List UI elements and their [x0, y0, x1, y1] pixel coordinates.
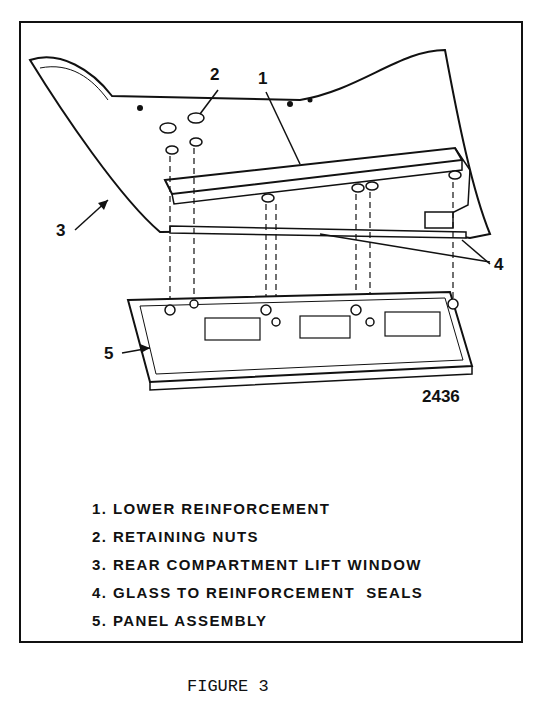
key-entry: 5. PANEL ASSEMBLY: [92, 613, 268, 628]
key-entry: 1. LOWER REINFORCEMENT: [92, 501, 330, 516]
lift-window: [30, 50, 490, 238]
callout-number: 5: [104, 345, 113, 362]
key-entry: 2. RETAINING NUTS: [92, 529, 259, 544]
panel-assembly: [128, 292, 472, 382]
panel-lower-edge: [150, 366, 472, 390]
callout-number: 3: [56, 222, 65, 239]
panel-openings: [205, 312, 440, 340]
callout-number: 4: [494, 256, 503, 273]
reinforcement-end: [430, 148, 470, 215]
glass-mark: [287, 101, 293, 107]
figure-frame: [20, 22, 522, 642]
figure-caption: FIGURE 3: [187, 678, 269, 695]
callout-number: 1: [258, 70, 267, 87]
figure-number: 2436: [422, 388, 460, 405]
glass-mark: [137, 105, 143, 111]
reinforcement-flange: [172, 160, 462, 204]
retaining-nuts: [160, 113, 461, 202]
leader-lines: [75, 90, 490, 353]
callout-number: 2: [210, 66, 219, 83]
leader-arrowheads: [98, 200, 150, 353]
glass-mark: [308, 98, 313, 103]
glass-edge: [40, 67, 108, 100]
panel-inner-edge: [140, 298, 463, 374]
key-entry: 3. REAR COMPARTMENT LIFT WINDOW: [92, 557, 422, 572]
reinforcement-bracket: [425, 212, 453, 228]
seal-strip: [170, 226, 466, 238]
panel-studs: [165, 299, 458, 326]
key-entry: 4. GLASS TO REINFORCEMENT SEALS: [92, 585, 423, 600]
